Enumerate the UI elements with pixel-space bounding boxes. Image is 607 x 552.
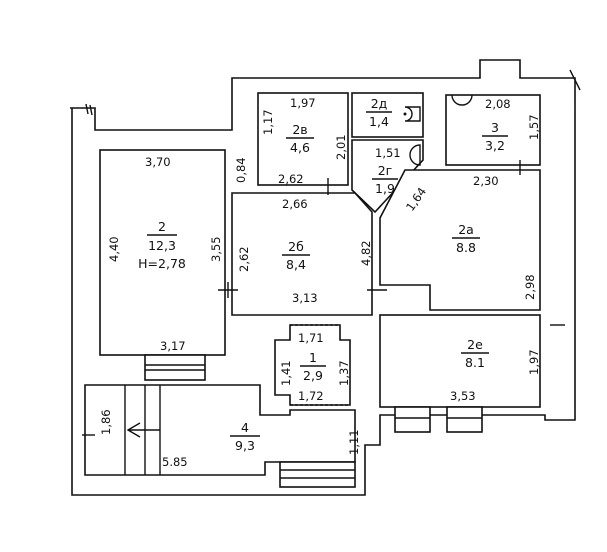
dimension: 1,71	[298, 331, 324, 345]
dimension: 5.85	[162, 455, 188, 469]
dimension: 1,41	[279, 360, 293, 386]
dimension: 1,37	[337, 360, 351, 386]
dimension: 4,40	[107, 236, 121, 262]
room-labels: 2 12,3 H=2,78 2в 4,6 2д 1,4 2г 1,9 3 3,2…	[138, 96, 508, 453]
dimension-ticks	[82, 69, 581, 436]
room-2d	[351, 92, 424, 138]
dimension: 1,57	[527, 114, 541, 140]
toilet-icon	[403, 106, 421, 122]
dimension: 3,13	[292, 291, 318, 305]
dimension: 1,86	[99, 409, 113, 435]
room-number: 1	[309, 350, 317, 365]
room-2b	[231, 192, 373, 316]
dimension: 0,84	[234, 157, 248, 183]
dimension: 1,97	[290, 96, 316, 110]
dimension: 2,08	[485, 97, 511, 111]
room-number: 4	[241, 420, 249, 435]
room-4	[84, 384, 356, 476]
room-number: 3	[491, 120, 499, 135]
dimension: 1,17	[261, 109, 275, 135]
dimension: 4,82	[359, 240, 373, 266]
dimension-labels: 3,70 4,40 3,55 3,17 1,97 1,17 2,01 0,84 …	[99, 96, 541, 469]
dimension: 3,70	[145, 155, 171, 169]
dimension: 1,11	[347, 429, 361, 455]
dimension: 2,66	[282, 197, 308, 211]
room-area: 4,6	[290, 140, 310, 155]
room-number: 2д	[371, 96, 388, 111]
dimension: 3,55	[209, 236, 223, 262]
room-number: 2е	[467, 337, 483, 352]
dimension: 2,62	[237, 246, 251, 272]
bath-icon	[451, 94, 473, 106]
dimension: 3,17	[160, 339, 186, 353]
room-area: 8.8	[456, 240, 476, 255]
room-2a	[379, 169, 541, 311]
room-area: 12,3	[148, 238, 176, 253]
room-number: 2	[158, 219, 166, 234]
dimension: 3,53	[450, 389, 476, 403]
sink-icon	[409, 144, 421, 166]
room-3	[445, 94, 541, 166]
room-2	[99, 149, 226, 356]
dimension: 2,62	[278, 172, 304, 186]
room-area: 8,4	[286, 257, 306, 272]
room-height: H=2,78	[138, 256, 186, 271]
room-number: 2а	[458, 222, 474, 237]
dimension: 1,97	[527, 349, 541, 375]
windows	[124, 354, 483, 488]
dimension: 2,01	[334, 134, 348, 160]
dimension: 2,98	[523, 274, 537, 300]
room-area: 1,4	[369, 114, 389, 129]
room-2v	[257, 92, 349, 186]
room-area: 2,9	[303, 368, 323, 383]
room-area: 9,3	[235, 438, 255, 453]
room-area: 8.1	[465, 355, 485, 370]
room-number: 2г	[378, 163, 393, 178]
room-number: 2б	[288, 239, 304, 254]
entrance-arrow-icon	[126, 422, 160, 438]
dimension: 1,72	[298, 389, 324, 403]
dimension: 2,30	[473, 174, 499, 188]
room-number: 2в	[292, 122, 307, 137]
room-area: 3,2	[485, 138, 505, 153]
room-area: 1,9	[375, 181, 395, 196]
dimension: 1,51	[375, 146, 401, 160]
